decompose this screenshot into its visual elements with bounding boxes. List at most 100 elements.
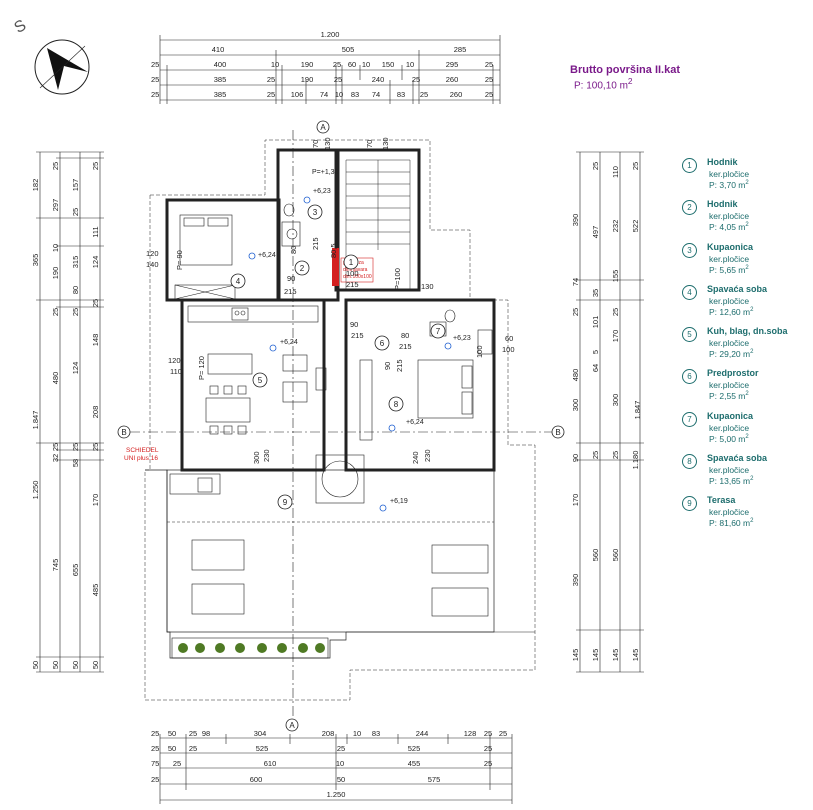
top-dim: 190	[301, 75, 314, 84]
svg-text:145: 145	[571, 649, 580, 662]
top-dim: 74	[372, 90, 380, 99]
svg-text:1.250: 1.250	[327, 790, 346, 799]
axis-b-left-label: B	[121, 428, 126, 437]
legend-item: 8 Spavaća soba ker.pločice P: 13,65 m2	[682, 451, 810, 493]
svg-text:140: 140	[146, 260, 159, 269]
svg-text:157: 157	[71, 179, 80, 192]
svg-text:215: 215	[346, 280, 359, 289]
svg-text:50: 50	[337, 775, 345, 784]
svg-text:25: 25	[189, 729, 197, 738]
top-dim-total: 1.200	[321, 30, 340, 39]
svg-text:25: 25	[151, 729, 159, 738]
svg-text:390: 390	[571, 214, 580, 227]
svg-text:4: 4	[236, 277, 241, 286]
svg-text:145: 145	[631, 649, 640, 662]
north-symbol: S	[12, 17, 30, 37]
top-dim: 25	[420, 90, 428, 99]
svg-text:25: 25	[571, 308, 580, 316]
svg-text:7: 7	[436, 327, 441, 336]
room-number-badge: 2	[682, 200, 697, 216]
svg-text:P= 120: P= 120	[197, 356, 206, 380]
svg-text:100: 100	[475, 345, 484, 358]
svg-text:525: 525	[256, 744, 269, 753]
top-dim: 260	[446, 75, 459, 84]
svg-text:315: 315	[71, 256, 80, 269]
top-dim: 285	[454, 45, 467, 54]
svg-text:130: 130	[323, 137, 332, 150]
svg-text:32: 32	[51, 454, 60, 462]
top-dim: 25	[151, 60, 159, 69]
room-area: P: 12,60 m2	[709, 306, 754, 317]
svg-text:25: 25	[151, 775, 159, 784]
svg-text:+6,23: +6,23	[453, 335, 471, 342]
svg-text:90: 90	[287, 274, 295, 283]
svg-text:25: 25	[51, 443, 60, 451]
top-dimensions	[159, 35, 501, 104]
bed-icon	[359, 359, 474, 441]
area-value: P: 100,10 m2	[574, 76, 633, 92]
top-dim: 240	[372, 75, 385, 84]
top-dim: 25	[485, 60, 493, 69]
chimney-label-line2: UNI plus 16	[124, 455, 158, 462]
svg-text:745: 745	[51, 559, 60, 572]
svg-text:170: 170	[571, 494, 580, 507]
room-finish: ker.pločice	[709, 169, 750, 179]
top-dim: 25	[267, 90, 275, 99]
svg-text:P=100: P=100	[393, 268, 402, 290]
axis-b-right-marker	[551, 425, 565, 439]
svg-text:50: 50	[51, 661, 60, 669]
svg-text:10: 10	[353, 729, 361, 738]
svg-text:25: 25	[337, 744, 345, 753]
top-dim: 83	[397, 90, 405, 99]
svg-text:74: 74	[571, 278, 580, 286]
svg-text:525: 525	[408, 744, 421, 753]
svg-text:155: 155	[611, 270, 620, 283]
room-finish: ker.pločice	[709, 295, 750, 306]
walls	[144, 139, 536, 701]
axis-a-bottom-marker	[285, 718, 299, 732]
chimney-label-line1: SCHIEDEL	[126, 447, 159, 454]
room-area: P: 29,20 m2	[709, 349, 754, 360]
svg-text:25: 25	[499, 729, 507, 738]
room-number-badge: 7	[682, 411, 697, 427]
room-finish: ker.pločice	[709, 380, 750, 391]
room-finish: ker.pločice	[709, 338, 750, 349]
svg-text:110: 110	[170, 367, 182, 376]
svg-text:497: 497	[591, 226, 600, 239]
legend-item: 6 Predprostor ker.pločice P: 2,55 m2	[682, 366, 810, 408]
axis-a-bottom-label: A	[289, 721, 295, 730]
room-finish: ker.pločice	[709, 211, 750, 222]
svg-text:190: 190	[51, 267, 60, 280]
left-dim-labels: 182 365 1.847 1.250 50 25 297 10 190 25 …	[31, 162, 100, 669]
room-number-badge: 6	[682, 369, 697, 385]
top-dim: 10	[271, 60, 279, 69]
svg-text:100: 100	[346, 269, 359, 278]
area-title: Brutto površina II.kat	[570, 64, 681, 76]
svg-text:+6,23: +6,23	[313, 188, 331, 195]
room-area: P: 2,55 m2	[709, 391, 749, 402]
axis-b-left-marker	[117, 425, 131, 439]
top-dim: 25	[267, 75, 275, 84]
svg-text:182: 182	[31, 179, 40, 192]
svg-text:100: 100	[502, 345, 515, 354]
svg-text:83: 83	[372, 729, 380, 738]
room-finish: ker.pločice	[709, 465, 750, 476]
svg-text:60: 60	[505, 334, 513, 343]
svg-text:215: 215	[311, 237, 320, 250]
top-dim: 505	[342, 45, 355, 54]
svg-text:25: 25	[91, 162, 100, 170]
svg-text:50: 50	[168, 729, 176, 738]
svg-text:145: 145	[611, 649, 620, 662]
bathroom-fixtures	[281, 203, 493, 355]
room-finish: ker.pločice	[709, 507, 750, 518]
staircase	[345, 159, 411, 290]
svg-text:208: 208	[322, 729, 335, 738]
svg-text:25: 25	[51, 308, 60, 316]
svg-text:300: 300	[252, 451, 261, 464]
svg-text:5: 5	[258, 376, 263, 385]
svg-text:70: 70	[365, 140, 374, 148]
svg-text:230: 230	[262, 449, 271, 462]
room-area: P: 81,60 m2	[709, 518, 754, 529]
svg-text:35: 35	[591, 289, 600, 297]
